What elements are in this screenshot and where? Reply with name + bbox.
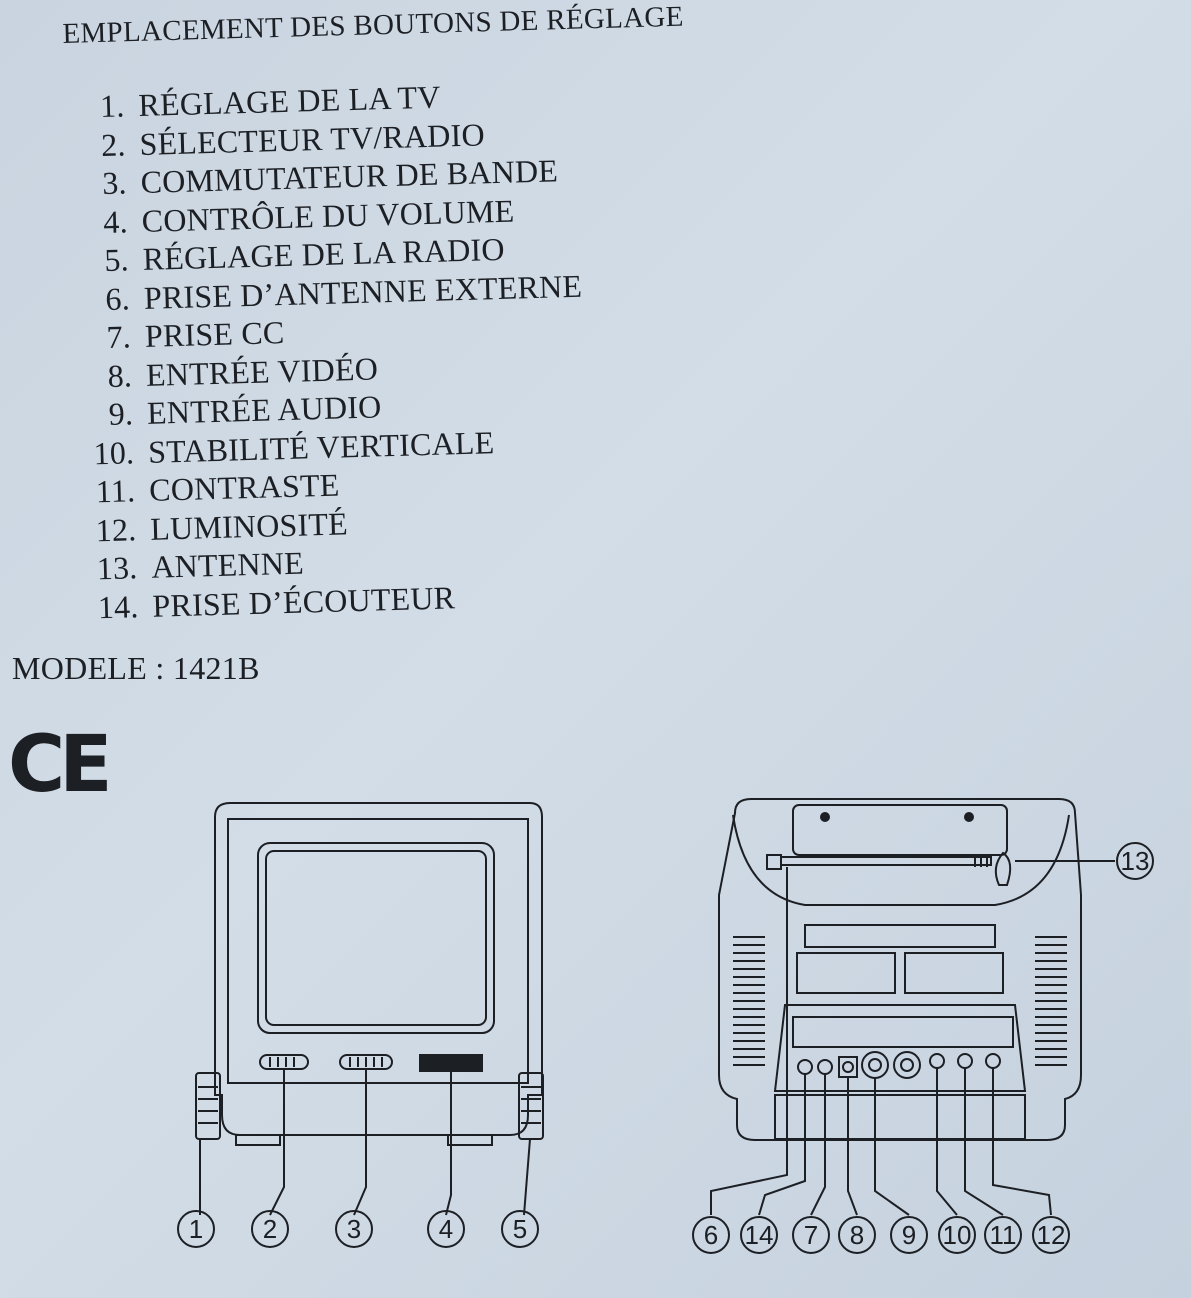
- leader-line-3: [353, 1069, 367, 1216]
- rear-label-panel: [804, 924, 996, 948]
- callout-circle-11: [984, 1216, 1022, 1254]
- tv-screen-inner: [265, 850, 487, 1026]
- callout-circle-5: [501, 1210, 539, 1248]
- leader-line-10: [936, 1068, 958, 1216]
- callout-label-1: 1: [189, 1214, 203, 1244]
- callout-circle-8: [838, 1216, 876, 1254]
- vertical-hold-knob: [929, 1053, 945, 1069]
- callout-label-6: 6: [704, 1220, 718, 1250]
- callout-circle-12: [1032, 1216, 1070, 1254]
- callout-label-13: 13: [1121, 846, 1150, 876]
- callout-circle-6: [692, 1216, 730, 1254]
- screw-right: [964, 812, 974, 822]
- leader-line-8: [847, 1077, 858, 1216]
- leader-line-14: [758, 1074, 806, 1216]
- audio-input-jack-center: [900, 1058, 914, 1072]
- external-antenna-jack: [797, 1059, 813, 1075]
- callout-label-9: 9: [902, 1220, 916, 1250]
- left-vent-grille: [733, 936, 765, 1066]
- callout-label-3: 3: [347, 1214, 361, 1244]
- model-number: MODELE : 1421B: [12, 650, 260, 686]
- rear-base: [774, 1094, 1026, 1140]
- tv-screen: [257, 842, 495, 1034]
- left-foot: [235, 1134, 281, 1146]
- leader-line-4: [445, 1071, 452, 1216]
- callout-circle-9: [890, 1216, 928, 1254]
- rear-panel-left: [796, 952, 896, 994]
- callout-label-4: 4: [439, 1214, 453, 1244]
- callout-label-2: 2: [263, 1214, 277, 1244]
- callout-label-12: 12: [1037, 1220, 1066, 1250]
- left-side-knob: [195, 1072, 221, 1140]
- dc-jack-hole: [842, 1061, 854, 1073]
- front-view-diagram: 1 2 3 4 5: [170, 795, 570, 1265]
- rear-upper-curve: [732, 814, 1070, 906]
- leader-line-6: [710, 867, 788, 1215]
- callout-label-8: 8: [850, 1220, 864, 1250]
- callout-circle-13: [1116, 842, 1154, 880]
- right-vent-grille: [1035, 936, 1067, 1066]
- rear-panel-right: [904, 952, 1004, 994]
- screw-left: [820, 812, 830, 822]
- contrast-knob: [957, 1053, 973, 1069]
- leader-line-2: [269, 1069, 285, 1216]
- right-foot: [447, 1134, 493, 1146]
- leader-line-7: [810, 1074, 826, 1216]
- brightness-knob: [985, 1053, 1001, 1069]
- page-heading: EMPLACEMENT DES BOUTONS DE RÉGLAGE: [62, 0, 685, 50]
- callout-label-5: 5: [513, 1214, 527, 1244]
- leader-line-5: [523, 1138, 531, 1216]
- audio-input-jack: [893, 1051, 921, 1079]
- tv-front-panel: [227, 818, 529, 1084]
- callout-label-14: 14: [745, 1220, 774, 1250]
- video-input-jack: [861, 1051, 889, 1079]
- callout-label-10: 10: [943, 1220, 972, 1250]
- video-input-jack-center: [868, 1058, 882, 1072]
- leader-line-11: [964, 1068, 1004, 1216]
- leader-line-12: [992, 1068, 1052, 1216]
- rear-jack-panel-inner: [792, 1016, 1014, 1048]
- callout-label-11: 11: [990, 1220, 1017, 1250]
- ce-mark-logo: CE: [8, 720, 113, 810]
- rear-jack-panel: [773, 1004, 1027, 1092]
- antenna-base-left: [766, 854, 782, 870]
- tv-radio-selector-slider: [259, 1054, 309, 1070]
- callout-label-7: 7: [804, 1220, 818, 1250]
- rear-housing-outline: [718, 798, 1082, 1141]
- control-list: 1.RÉGLAGE DE LA TV 2.SÉLECTEUR TV/RADIO …: [66, 74, 591, 627]
- callout-circle-1: [177, 1210, 215, 1248]
- callout-circle-2: [251, 1210, 289, 1248]
- rear-view-diagram: 13 6 14 7 8 9 10 11 12: [685, 795, 1175, 1265]
- earphone-jack: [817, 1059, 833, 1075]
- callout-circle-14: [740, 1216, 778, 1254]
- leader-line-9: [874, 1078, 910, 1216]
- callout-circle-10: [938, 1216, 976, 1254]
- antenna-rod: [780, 856, 992, 866]
- antenna-pivot: [994, 851, 1012, 886]
- right-side-knob: [518, 1072, 544, 1140]
- callout-circle-3: [335, 1210, 373, 1248]
- callout-circle-4: [427, 1210, 465, 1248]
- rear-top-plate: [792, 804, 1008, 856]
- tv-cabinet-outline: [214, 802, 543, 1136]
- callout-circle-7: [792, 1216, 830, 1254]
- volume-control-bar: [419, 1054, 483, 1072]
- dc-jack: [838, 1056, 858, 1078]
